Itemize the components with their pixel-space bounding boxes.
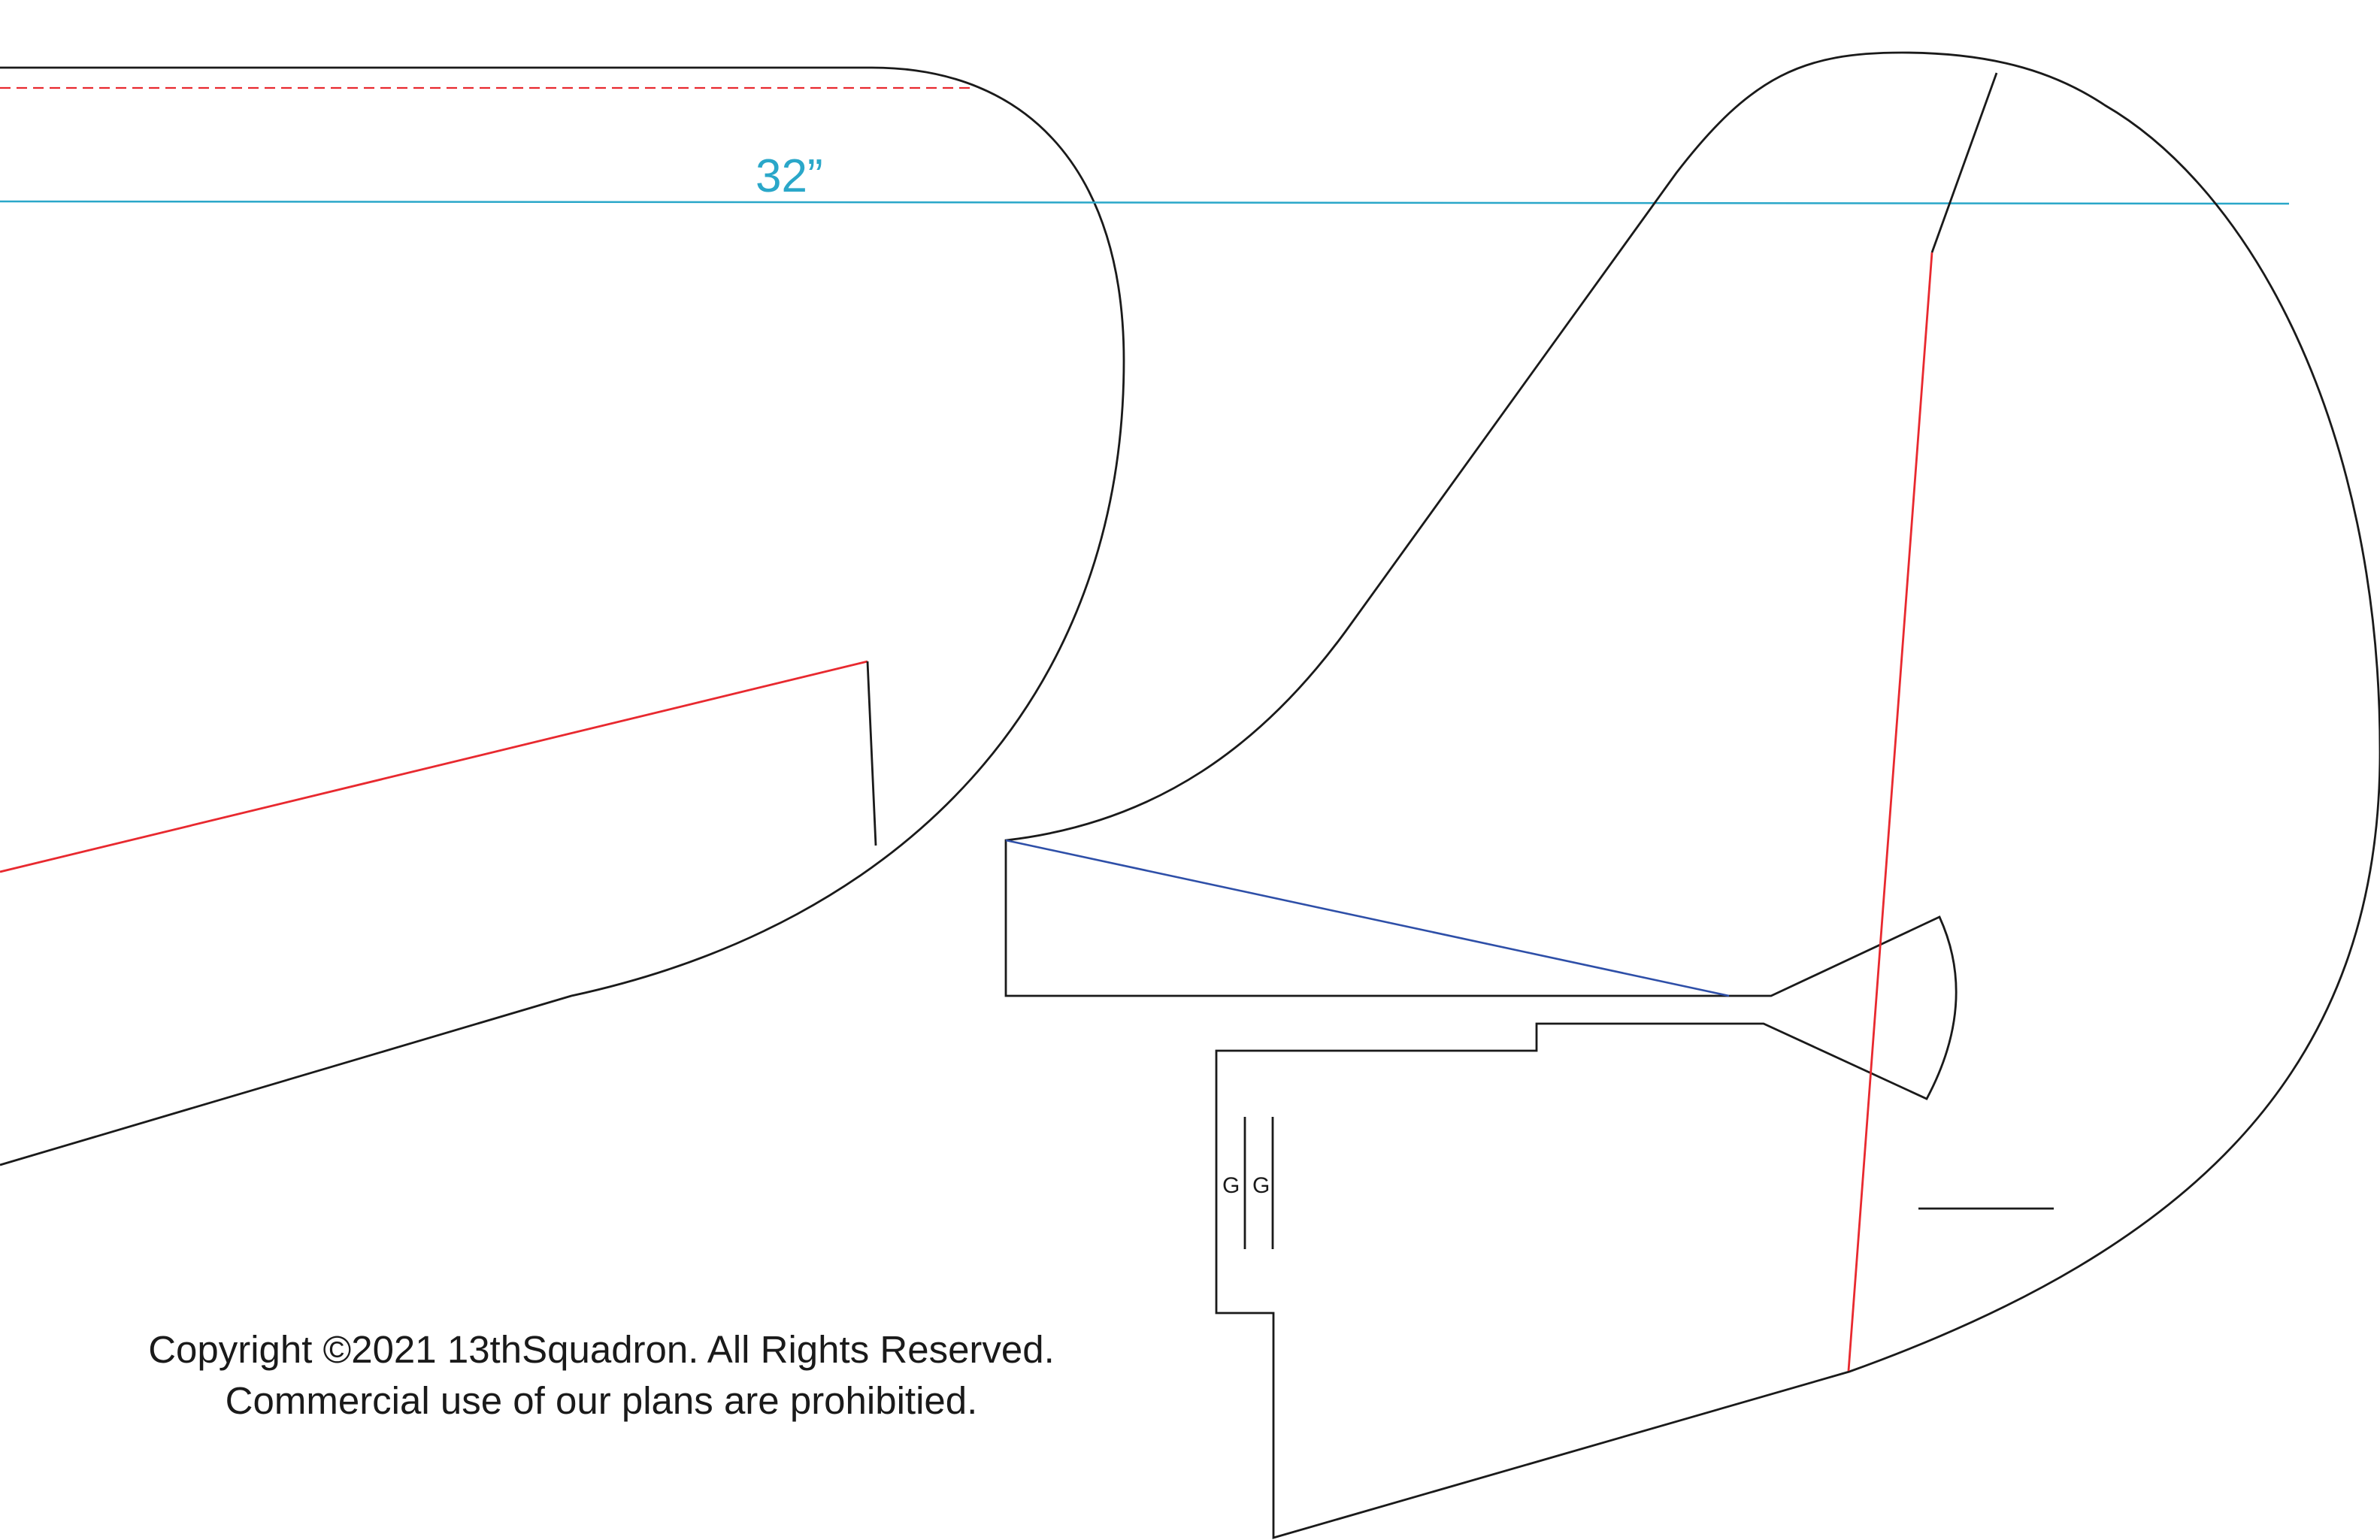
elevator-end-tick xyxy=(866,661,877,846)
usage-notice-line: Commercial use of our plans are prohibit… xyxy=(225,1379,978,1422)
stabilizer-outline xyxy=(0,66,1125,1166)
copyright-notice: Copyright ©2021 13thSquadron. All Rights… xyxy=(113,1324,1090,1427)
copyright-line: Copyright ©2021 13thSquadron. All Rights… xyxy=(148,1328,1055,1371)
dimension-label: 32” xyxy=(755,150,823,202)
glue-mark-right: G xyxy=(1252,1173,1270,1198)
rudder-top-segment xyxy=(1930,72,1998,253)
fin-outline xyxy=(1004,51,2380,1539)
glue-mark-left: G xyxy=(1222,1173,1240,1198)
dimension-line-32in xyxy=(0,200,2290,205)
elevator-hinge-line xyxy=(0,660,868,873)
fin-fold-line xyxy=(1005,839,1730,997)
rudder-hinge-line xyxy=(1847,252,1933,1372)
